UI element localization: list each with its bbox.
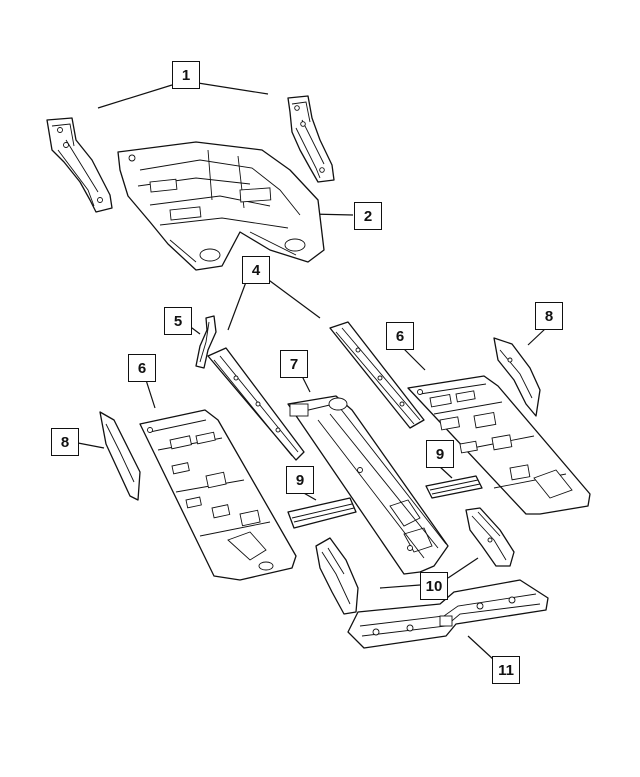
leader-9-right: [438, 465, 453, 479]
leader-6-left: [145, 379, 156, 409]
callout-6-right: 6: [386, 322, 414, 350]
leader-1-left: [97, 84, 173, 109]
part-4-left-sill: [207, 347, 305, 461]
part-6-right-floor-pan: [407, 375, 591, 515]
part-6-left-floor-pan: [139, 409, 297, 581]
part-2-rear-floor-pan: [117, 141, 325, 271]
part-9-left-crossmember: [287, 497, 357, 529]
callout-7: 7: [280, 350, 308, 378]
callout-8-right: 8: [535, 302, 563, 330]
part-8-left-panel: [99, 411, 141, 501]
part-10-right-bracket: [465, 507, 515, 567]
callout-1: 1: [172, 61, 200, 89]
callout-9-left: 9: [286, 466, 314, 494]
part-5-bracket: [195, 315, 217, 369]
part-11-rear-crossmember: [347, 579, 549, 649]
part-10-left-bracket: [315, 537, 359, 615]
callout-6-left: 6: [128, 354, 156, 382]
leader-4-left: [227, 281, 247, 331]
leader-7: [301, 375, 311, 393]
leader-10-right: [447, 557, 479, 579]
leader-4-right: [265, 277, 321, 319]
leader-6-right: [403, 348, 426, 371]
part-7-center-tunnel: [287, 395, 449, 575]
part-1-right-bracket: [287, 95, 335, 183]
part-1-left-bracket: [46, 117, 113, 213]
leader-10-left: [379, 584, 421, 589]
part-4-right-sill: [329, 321, 425, 429]
callout-9-right: 9: [426, 440, 454, 468]
leader-1-right: [197, 82, 269, 95]
callout-4: 4: [242, 256, 270, 284]
callout-11: 11: [492, 656, 520, 684]
callout-10: 10: [420, 572, 448, 600]
part-9-right-crossmember: [425, 475, 483, 499]
callout-5: 5: [164, 307, 192, 335]
leader-11: [467, 635, 495, 661]
leader-8-right: [527, 328, 546, 346]
part-8-right-panel: [493, 337, 541, 417]
callout-8-left: 8: [51, 428, 79, 456]
leader-8-left: [77, 442, 105, 449]
callout-2: 2: [354, 202, 382, 230]
